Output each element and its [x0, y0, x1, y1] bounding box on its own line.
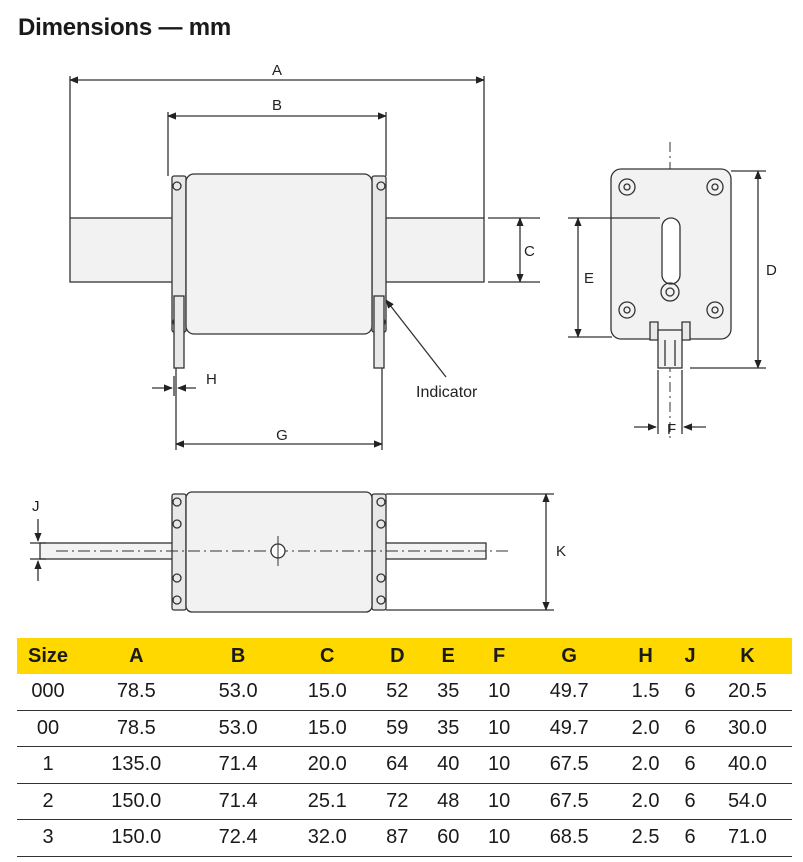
label-h: H: [206, 371, 217, 388]
table-cell: 10: [473, 674, 525, 711]
table-cell: 6: [677, 710, 703, 747]
table-cell: 6: [677, 746, 703, 784]
table-row: 3 150.0 72.4 32.0 87 60 10 68.5 2.5 6 71…: [17, 819, 792, 857]
table-cell: 3: [17, 819, 79, 857]
table-cell: 10: [473, 819, 525, 857]
label-c: C: [524, 243, 535, 260]
header-cell: Size: [17, 638, 79, 674]
dimension-drawing: A B C D E F G H J K Indicator: [30, 62, 777, 613]
table-row: 00 78.5 53.0 15.0 59 35 10 49.7 2.0 6 30…: [17, 710, 792, 747]
header-cell: K: [702, 638, 792, 674]
table-cell: 2.0: [613, 783, 678, 820]
table-cell: 1.5: [613, 674, 678, 711]
table-cell: 32.0: [282, 819, 372, 857]
table-cell: 150.0: [79, 783, 194, 820]
table-cell: 49.7: [524, 710, 614, 747]
header-cell: H: [613, 638, 678, 674]
table-cell: 72: [371, 783, 423, 820]
table-row: 000 78.5 53.0 15.0 52 35 10 49.7 1.5 6 2…: [17, 674, 792, 711]
table-cell: 71.4: [193, 783, 283, 820]
table-cell: 53.0: [193, 710, 283, 747]
label-j: J: [32, 498, 40, 515]
table-cell: 35: [422, 674, 474, 711]
table-cell: 67.5: [524, 783, 614, 820]
side-view: [69, 76, 540, 450]
table-cell: 52: [371, 674, 423, 711]
table-cell: 2.0: [613, 710, 678, 747]
header-cell: J: [677, 638, 703, 674]
table-cell: 135.0: [79, 746, 194, 784]
table-cell: 54.0: [702, 783, 792, 820]
label-k: K: [556, 543, 566, 560]
table-cell: 59: [371, 710, 423, 747]
table-cell: 15.0: [282, 674, 372, 711]
table-cell: 000: [17, 674, 79, 711]
table-cell: 2: [17, 783, 79, 820]
table-cell: 2.5: [613, 819, 678, 857]
table-cell: 48: [422, 783, 474, 820]
header-cell: G: [524, 638, 614, 674]
header-cell: F: [473, 638, 525, 674]
table-cell: 150.0: [79, 819, 194, 857]
table-cell: 72.4: [193, 819, 283, 857]
table-cell: 78.5: [79, 674, 194, 711]
table-cell: 15.0: [282, 710, 372, 747]
table-row: 2 150.0 71.4 25.1 72 48 10 67.5 2.0 6 54…: [17, 783, 792, 820]
table-cell: 35: [422, 710, 474, 747]
table-cell: 40.0: [702, 746, 792, 784]
header-cell: A: [79, 638, 194, 674]
header-cell: E: [422, 638, 474, 674]
table-cell: 6: [677, 819, 703, 857]
dimensions-table: Size A B C D E F G H J K 000 78.5 53.0 1…: [17, 638, 792, 857]
table-cell: 71.0: [702, 819, 792, 857]
top-view: [30, 491, 554, 613]
table-cell: 10: [473, 783, 525, 820]
table-cell: 78.5: [79, 710, 194, 747]
table-cell: 20.5: [702, 674, 792, 711]
table-cell: 10: [473, 710, 525, 747]
table-cell: 60: [422, 819, 474, 857]
end-view: [568, 142, 766, 440]
label-a: A: [272, 62, 282, 79]
header-cell: D: [371, 638, 423, 674]
label-b: B: [272, 97, 282, 114]
label-g: G: [276, 427, 288, 444]
header-cell: B: [193, 638, 283, 674]
table-cell: 68.5: [524, 819, 614, 857]
table-cell: 10: [473, 746, 525, 784]
table-cell: 67.5: [524, 746, 614, 784]
table-row: 1 135.0 71.4 20.0 64 40 10 67.5 2.0 6 40…: [17, 746, 792, 784]
label-f: F: [667, 421, 676, 438]
table-cell: 53.0: [193, 674, 283, 711]
table-cell: 49.7: [524, 674, 614, 711]
table-cell: 6: [677, 783, 703, 820]
table-cell: 71.4: [193, 746, 283, 784]
table-cell: 2.0: [613, 746, 678, 784]
header-cell: C: [282, 638, 372, 674]
label-e: E: [584, 270, 594, 287]
table-cell: 40: [422, 746, 474, 784]
table-header-row: Size A B C D E F G H J K: [17, 638, 792, 674]
table-cell: 25.1: [282, 783, 372, 820]
table-cell: 30.0: [702, 710, 792, 747]
table-cell: 1: [17, 746, 79, 784]
page-title: Dimensions — mm: [18, 14, 232, 41]
table-cell: 87: [371, 819, 423, 857]
label-d: D: [766, 262, 777, 279]
table-cell: 64: [371, 746, 423, 784]
table-cell: 6: [677, 674, 703, 711]
table-cell: 20.0: [282, 746, 372, 784]
table-cell: 00: [17, 710, 79, 747]
indicator-label: Indicator: [416, 384, 478, 401]
